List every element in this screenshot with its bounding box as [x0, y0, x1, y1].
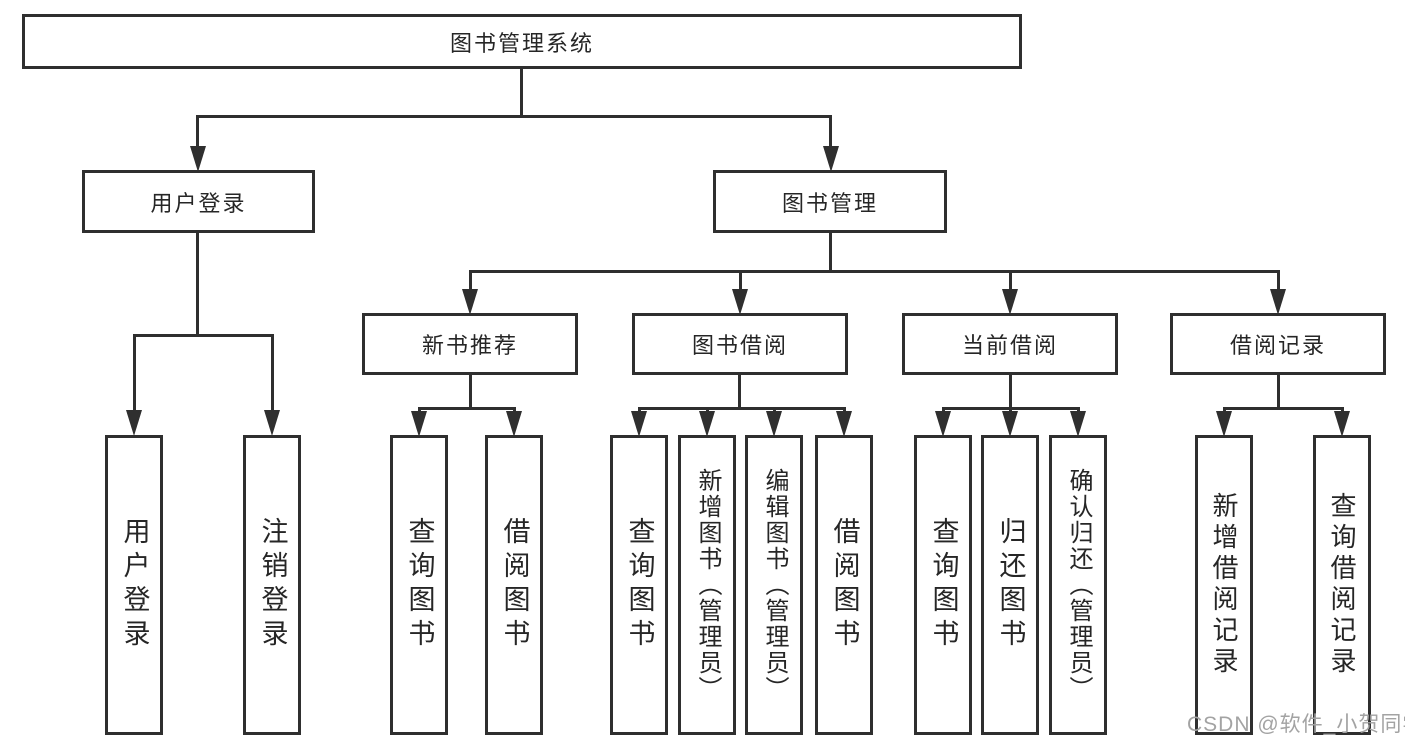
connector-line: [196, 233, 199, 336]
node-borrowing-records: 借阅记录: [1170, 313, 1386, 375]
connector-line: [271, 334, 274, 414]
leaf-user-login-label: 用户登录: [119, 517, 150, 653]
leaf-borrow-edit-books-admin: 编辑图书（管理员）: [745, 435, 803, 735]
connector-line: [638, 407, 846, 410]
arrowhead-down-icon: [1002, 411, 1018, 437]
arrowhead-down-icon: [1334, 411, 1350, 437]
connector-line: [1223, 407, 1344, 410]
arrowhead-down-icon: [190, 146, 206, 172]
leaf-borrow-query-books: 查询图书: [610, 435, 668, 735]
leaf-user-login: 用户登录: [105, 435, 163, 735]
arrowhead-down-icon: [462, 289, 478, 315]
leaf-records-query-record: 查询借阅记录: [1313, 435, 1371, 735]
leaf-newbooks-borrow-books-label: 借阅图书: [499, 517, 530, 653]
arrowhead-down-icon: [766, 411, 782, 437]
node-borrowing-records-label: 借阅记录: [1229, 333, 1326, 358]
node-current-borrowing-label: 当前借阅: [961, 333, 1058, 358]
leaf-borrow-add-books-admin-label: 新增图书（管理员）: [694, 468, 721, 702]
connector-line: [1009, 270, 1012, 292]
connector-line: [738, 375, 741, 410]
leaf-current-return-books-label: 归还图书: [995, 517, 1026, 653]
connector-line: [418, 407, 516, 410]
arrowhead-down-icon: [264, 410, 280, 436]
leaf-records-add-record: 新增借阅记录: [1195, 435, 1253, 735]
leaf-current-query-books-label: 查询图书: [928, 517, 959, 653]
node-book-borrowing-label: 图书借阅: [691, 333, 788, 358]
node-current-borrowing: 当前借阅: [902, 313, 1118, 375]
connector-line: [469, 270, 472, 292]
node-book-management-label: 图书管理: [781, 190, 878, 216]
leaf-current-confirm-return-admin-label: 确认归还（管理员）: [1065, 468, 1092, 702]
leaf-current-confirm-return-admin: 确认归还（管理员）: [1049, 435, 1107, 735]
arrowhead-down-icon: [935, 411, 951, 437]
leaf-borrow-edit-books-admin-label: 编辑图书（管理员）: [761, 468, 788, 702]
arrowhead-down-icon: [732, 289, 748, 315]
node-user-login: 用户登录: [82, 170, 315, 233]
arrowhead-down-icon: [836, 411, 852, 437]
leaf-borrow-borrow-books: 借阅图书: [815, 435, 873, 735]
node-new-book-recommendation-label: 新书推荐: [421, 333, 518, 358]
connector-line: [469, 270, 1280, 273]
connector-line: [1009, 375, 1012, 410]
leaf-records-query-record-label: 查询借阅记录: [1327, 492, 1357, 678]
node-root-label: 图书管理系统: [449, 30, 594, 56]
arrowhead-down-icon: [823, 146, 839, 172]
node-book-borrowing: 图书借阅: [632, 313, 848, 375]
leaf-newbooks-query-books-label: 查询图书: [404, 517, 435, 653]
connector-line: [1277, 270, 1280, 292]
leaf-logout-login-label: 注销登录: [257, 517, 288, 653]
connector-line: [469, 375, 472, 410]
leaf-current-query-books: 查询图书: [914, 435, 972, 735]
connector-line: [829, 115, 832, 148]
connector-line: [133, 334, 274, 337]
leaf-borrow-query-books-label: 查询图书: [624, 517, 655, 653]
connector-line: [829, 233, 832, 273]
node-user-login-label: 用户登录: [150, 190, 247, 216]
leaf-borrow-borrow-books-label: 借阅图书: [829, 517, 860, 653]
arrowhead-down-icon: [1070, 411, 1086, 437]
arrowhead-down-icon: [699, 411, 715, 437]
connector-line: [196, 115, 832, 118]
leaf-records-add-record-label: 新增借阅记录: [1209, 492, 1239, 678]
leaf-newbooks-borrow-books: 借阅图书: [485, 435, 543, 735]
leaf-newbooks-query-books: 查询图书: [390, 435, 448, 735]
node-new-book-recommendation: 新书推荐: [362, 313, 578, 375]
connector-line: [739, 270, 742, 292]
leaf-logout-login: 注销登录: [243, 435, 301, 735]
arrowhead-down-icon: [1002, 289, 1018, 315]
connector-line: [520, 69, 523, 118]
arrowhead-down-icon: [411, 411, 427, 437]
csdn-watermark: CSDN @软件_小贺同学: [1187, 713, 1405, 736]
arrowhead-down-icon: [631, 411, 647, 437]
arrowhead-down-icon: [1270, 289, 1286, 315]
node-root-book-management-system: 图书管理系统: [22, 14, 1022, 69]
connector-line: [196, 115, 199, 148]
arrowhead-down-icon: [1216, 411, 1232, 437]
arrowhead-down-icon: [126, 410, 142, 436]
arrowhead-down-icon: [506, 411, 522, 437]
leaf-current-return-books: 归还图书: [981, 435, 1039, 735]
leaf-borrow-add-books-admin: 新增图书（管理员）: [678, 435, 736, 735]
connector-line: [133, 334, 136, 414]
node-book-management: 图书管理: [713, 170, 947, 233]
connector-line: [1277, 375, 1280, 410]
